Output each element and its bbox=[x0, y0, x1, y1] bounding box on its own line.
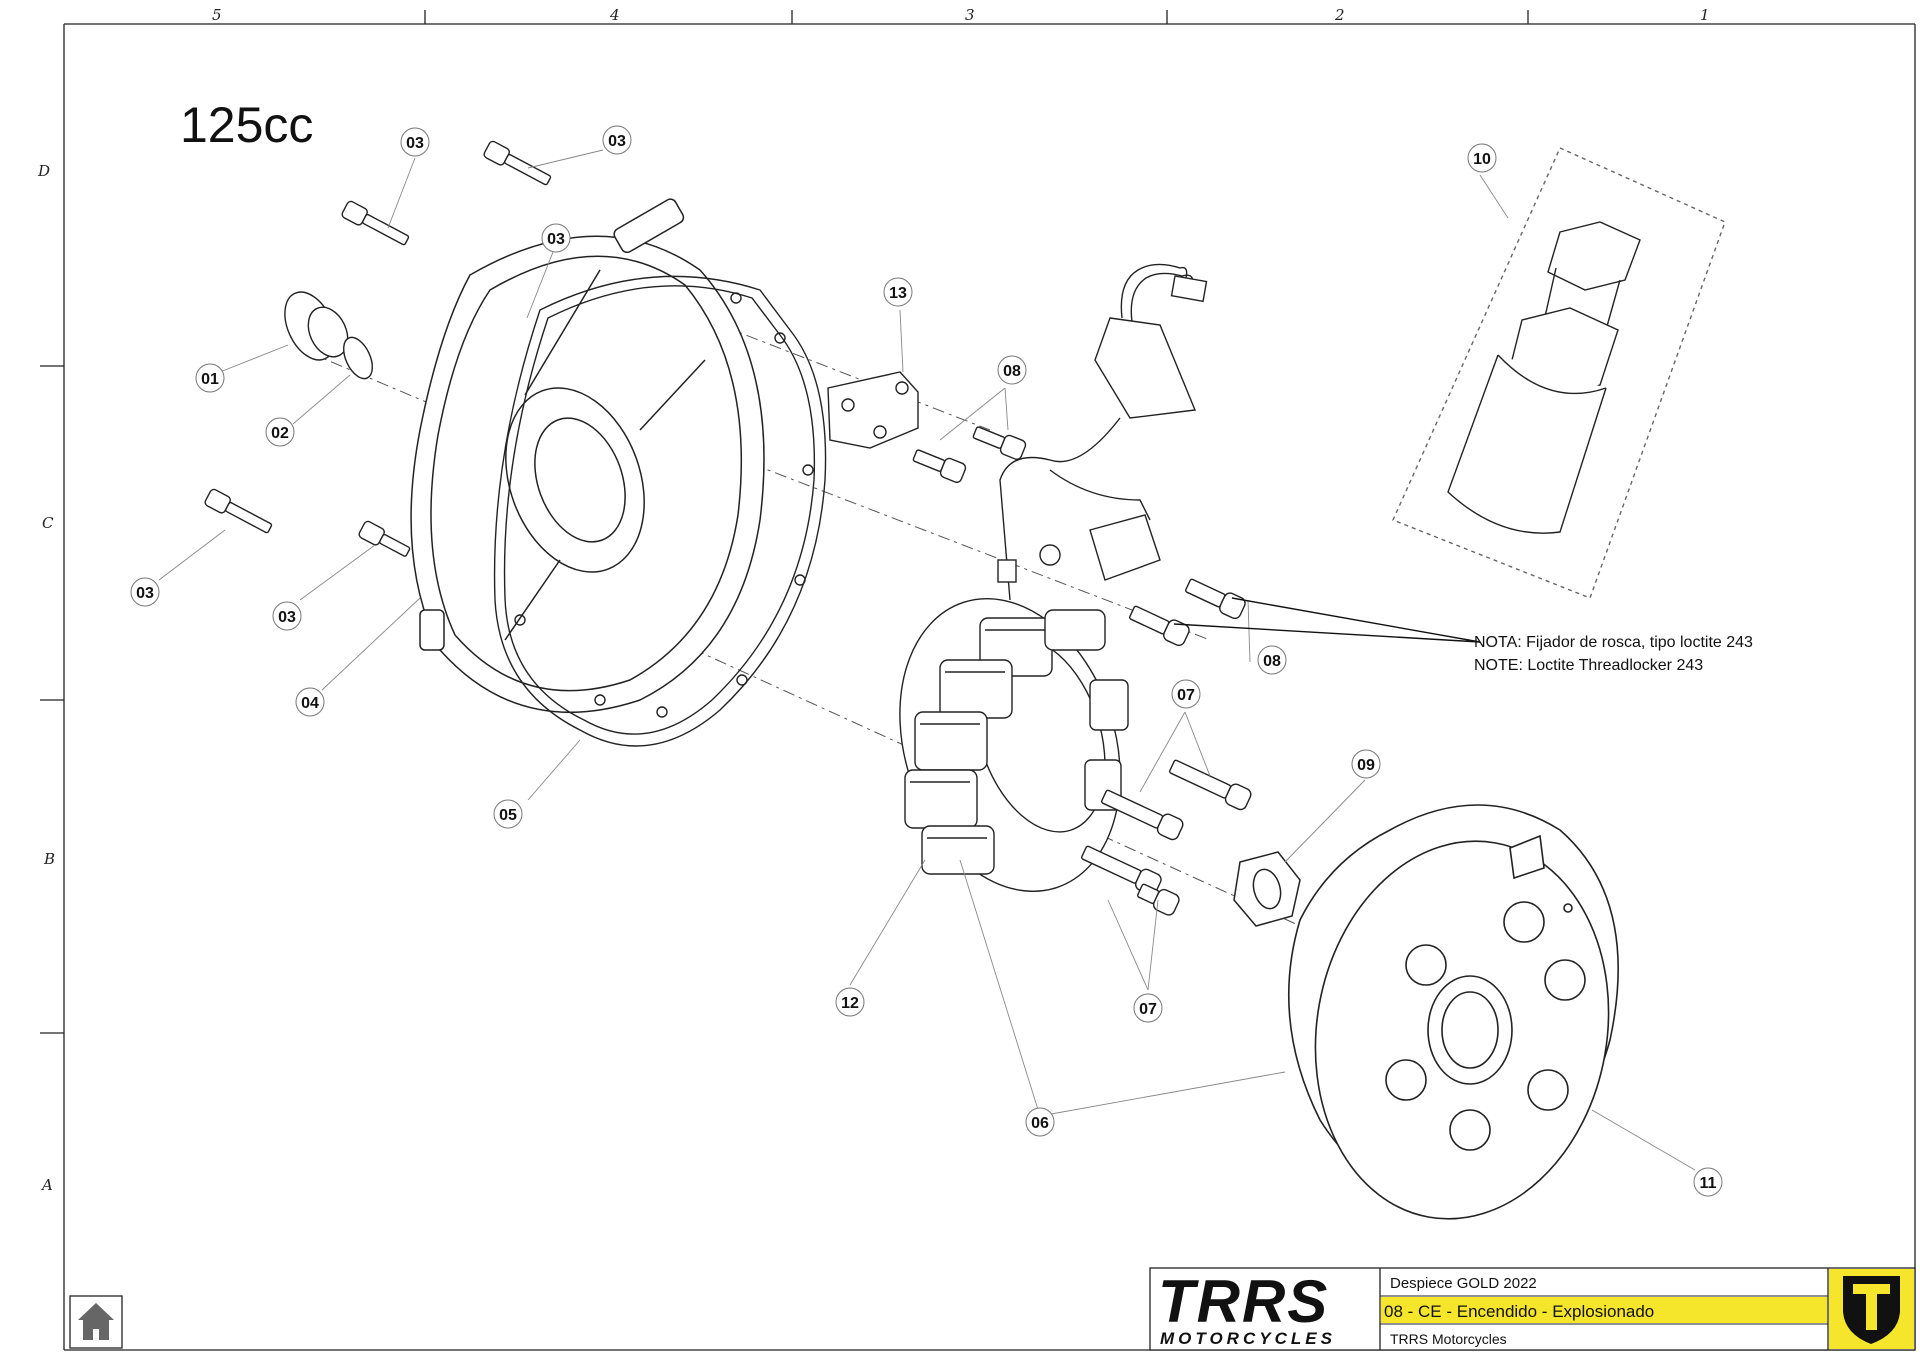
ignition-cover bbox=[410, 198, 765, 714]
brand-main-text: TRRS bbox=[1158, 1268, 1329, 1335]
puller-tool bbox=[1392, 147, 1726, 599]
engine-size-label: 125cc bbox=[180, 97, 313, 153]
callout-bubble: 01 bbox=[195, 363, 225, 393]
callout-bubble: 03 bbox=[602, 125, 632, 155]
zone-row-C: C bbox=[42, 514, 54, 532]
callout-bubble: 03 bbox=[541, 223, 571, 253]
brand-logo: TRRS MOTORCYCLES bbox=[1158, 1268, 1336, 1348]
note-leaders bbox=[1173, 597, 1481, 643]
callout-bubble: 03 bbox=[272, 601, 302, 631]
part-callouts: 03 03 03 03 03 01 02 04 bbox=[130, 125, 1723, 1197]
zone-column-2: 2 bbox=[1334, 6, 1345, 24]
pickup-bolts bbox=[1128, 578, 1246, 647]
shield-logo-icon bbox=[1829, 1269, 1914, 1349]
bolt-icon bbox=[358, 520, 411, 557]
zone-labels: 5 4 3 2 1 D C B A bbox=[37, 6, 1710, 1194]
brand-sub-text: MOTORCYCLES bbox=[1160, 1329, 1336, 1348]
zone-column-1: 1 bbox=[1700, 6, 1710, 24]
part-number-label: 12 bbox=[841, 995, 859, 1012]
part-number-label: 07 bbox=[1139, 1001, 1157, 1018]
bolt-icon bbox=[1100, 789, 1184, 841]
part-number-label: 01 bbox=[201, 371, 219, 388]
zone-row-D: D bbox=[37, 162, 50, 180]
callout-bubble: 02 bbox=[265, 417, 295, 447]
home-icon bbox=[78, 1303, 114, 1340]
part-number-label: 08 bbox=[1003, 363, 1021, 380]
part-number-label: 07 bbox=[1177, 687, 1195, 704]
bolt-icon bbox=[1136, 883, 1180, 916]
leader-lines bbox=[158, 149, 1696, 1171]
part-number-label: 03 bbox=[136, 585, 154, 602]
bolt-icon bbox=[341, 200, 410, 246]
bracket-bolts bbox=[912, 426, 1027, 483]
zone-row-B: B bbox=[43, 850, 55, 868]
part-number-label: 06 bbox=[1031, 1115, 1049, 1132]
section-title: 08 - CE - Encendido - Explosionado bbox=[1384, 1302, 1654, 1321]
part-number-label: 03 bbox=[547, 231, 565, 248]
callout-bubble: 03 bbox=[400, 127, 430, 157]
zone-column-5: 5 bbox=[212, 6, 222, 24]
part-number-label: 05 bbox=[499, 807, 517, 824]
part-number-label: 13 bbox=[889, 285, 907, 302]
callout-bubble: 12 bbox=[835, 987, 865, 1017]
callout-bubble: 13 bbox=[883, 277, 913, 307]
title-block: TRRS MOTORCYCLES Despiece GOLD 2022 08 -… bbox=[1149, 1267, 1916, 1351]
threadlocker-note: NOTA: Fijador de rosca, tipo loctite 243… bbox=[1474, 634, 1753, 674]
callout-bubble: 07 bbox=[1171, 679, 1201, 709]
callout-bubble: 06 bbox=[1025, 1107, 1055, 1137]
wiring-harness bbox=[997, 263, 1208, 601]
document-title: Despiece GOLD 2022 bbox=[1390, 1275, 1537, 1292]
stator-bolts bbox=[1080, 759, 1252, 916]
callout-bubble: 08 bbox=[997, 355, 1027, 385]
flywheel bbox=[1288, 804, 1619, 1220]
company-name: TRRS Motorcycles bbox=[1390, 1331, 1507, 1347]
part-number-label: 11 bbox=[1700, 1175, 1717, 1192]
plug-part bbox=[284, 291, 374, 380]
mounting-bracket bbox=[827, 371, 919, 449]
callout-bubble: 07 bbox=[1133, 993, 1163, 1023]
hex-nut bbox=[1233, 851, 1301, 927]
bolt-icon bbox=[483, 140, 552, 186]
zone-row-A: A bbox=[40, 1176, 53, 1194]
callout-bubble: 04 bbox=[295, 687, 325, 717]
stator bbox=[899, 597, 1129, 893]
callout-bubble: 09 bbox=[1351, 749, 1381, 779]
part-number-label: 09 bbox=[1357, 757, 1375, 774]
bolt-icon bbox=[204, 488, 273, 534]
note-spanish: NOTA: Fijador de rosca, tipo loctite 243 bbox=[1474, 634, 1753, 651]
part-number-label: 08 bbox=[1263, 653, 1281, 670]
part-number-label: 03 bbox=[608, 133, 626, 150]
callout-bubble: 03 bbox=[130, 577, 160, 607]
part-number-label: 04 bbox=[301, 695, 319, 712]
bolt-icon bbox=[972, 426, 1027, 460]
part-number-label: 10 bbox=[1473, 151, 1491, 168]
zone-column-3: 3 bbox=[965, 6, 975, 24]
callout-bubble: 10 bbox=[1467, 143, 1497, 173]
callout-bubble: 05 bbox=[493, 799, 523, 829]
cover-bolts bbox=[204, 140, 552, 557]
callout-bubble: 11 bbox=[1693, 1167, 1723, 1197]
drawing-frame bbox=[40, 10, 1916, 1351]
bolt-icon bbox=[912, 449, 967, 483]
callout-bubble: 08 bbox=[1257, 645, 1287, 675]
zone-column-4: 4 bbox=[609, 6, 620, 24]
section-highlight bbox=[1381, 1297, 1827, 1323]
cover-gasket bbox=[493, 275, 827, 747]
part-number-label: 03 bbox=[278, 609, 296, 626]
note-english: NOTE: Loctite Threadlocker 243 bbox=[1474, 657, 1703, 674]
home-button[interactable] bbox=[69, 1295, 123, 1349]
part-number-label: 03 bbox=[406, 135, 424, 152]
bolt-icon bbox=[1168, 759, 1252, 811]
part-number-label: 02 bbox=[271, 425, 289, 442]
bolt-icon bbox=[1128, 605, 1190, 647]
bolt-icon bbox=[1184, 578, 1246, 620]
